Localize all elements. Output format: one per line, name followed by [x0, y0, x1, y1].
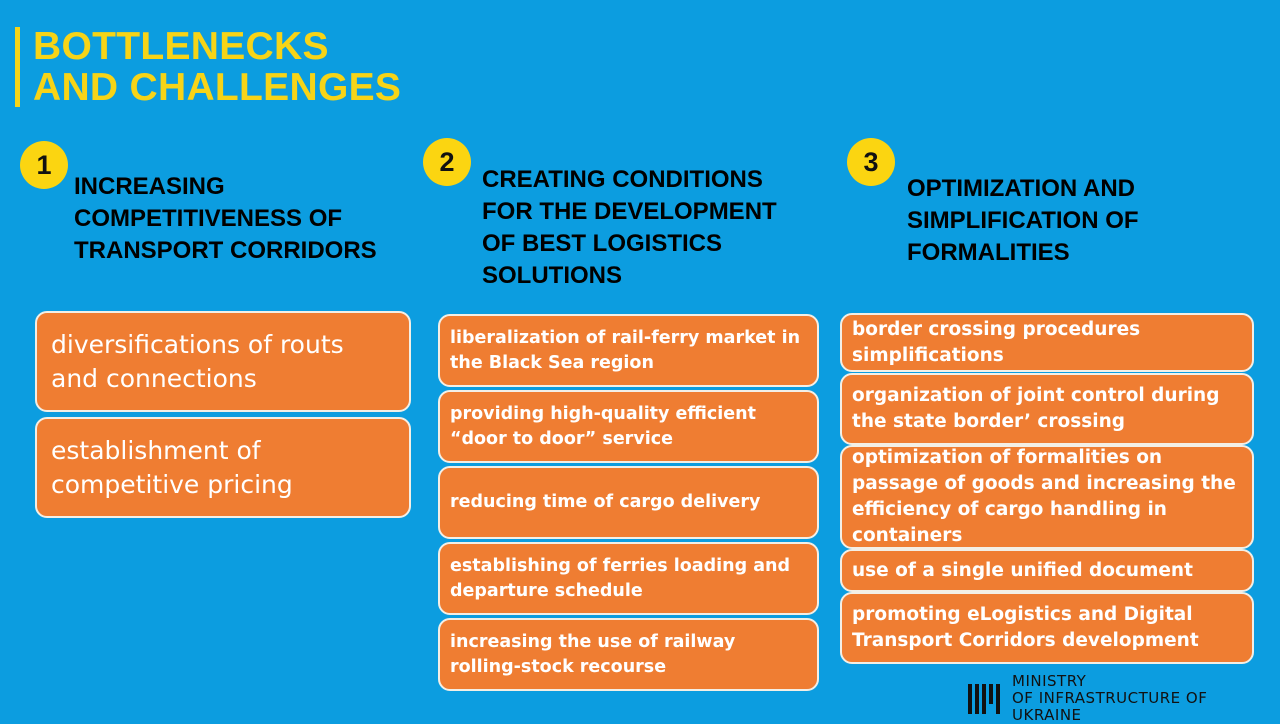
- item-text: providing high-quality efficient “door t…: [450, 403, 757, 449]
- item-text: establishment of competitive pricing: [51, 435, 293, 499]
- heading-line: OPTIMIZATION AND: [907, 175, 1135, 202]
- list-item: optimization of formalities on passage o…: [840, 445, 1254, 549]
- item-text: establishing of ferries loading and depa…: [450, 555, 791, 601]
- heading-line: COMPETITIVENESS OF: [74, 205, 343, 232]
- item-text: reducing time of cargo delivery: [450, 492, 761, 512]
- item-text: increasing the use of railway rolling-st…: [450, 631, 736, 677]
- item-text: use of a single unified document: [852, 559, 1193, 581]
- heading-line: OF BEST LOGISTICS: [482, 230, 723, 257]
- list-item: establishing of ferries loading and depa…: [438, 542, 819, 615]
- list-item: use of a single unified document: [840, 549, 1254, 592]
- column-heading: CREATING CONDITIONS FOR THE DEVELOPMENT …: [482, 164, 777, 292]
- list-item: liberalization of rail-ferry market in t…: [438, 314, 819, 387]
- list-item: organization of joint control during the…: [840, 373, 1254, 445]
- column-heading: INCREASING COMPETITIVENESS OF TRANSPORT …: [74, 171, 377, 267]
- number-badge: 2: [423, 138, 471, 186]
- list-item: diversifications of routs and connection…: [35, 311, 411, 412]
- item-text: liberalization of rail-ferry market in t…: [450, 327, 801, 373]
- ministry-logo-text: MINISTRY OF INFRASTRUCTURE OF UKRAINE: [1012, 673, 1280, 724]
- heading-line: TRANSPORT CORRIDORS: [74, 237, 377, 264]
- logo-line2: OF INFRASTRUCTURE OF UKRAINE: [1012, 689, 1208, 724]
- slide-title-line2: AND CHALLENGES: [33, 66, 402, 109]
- ministry-logo: MINISTRY OF INFRASTRUCTURE OF UKRAINE: [968, 673, 1280, 724]
- list-item: increasing the use of railway rolling-st…: [438, 618, 819, 691]
- heading-line: CREATING CONDITIONS: [482, 166, 763, 193]
- heading-line: FOR THE DEVELOPMENT: [482, 198, 777, 225]
- number-badge: 1: [20, 141, 68, 189]
- logo-line1: MINISTRY: [1012, 672, 1087, 690]
- number-badge: 3: [847, 138, 895, 186]
- ministry-logo-icon: [968, 683, 1000, 714]
- heading-line: SOLUTIONS: [482, 262, 623, 289]
- title-accent-bar: [15, 27, 20, 107]
- item-text: organization of joint control during the…: [852, 385, 1220, 432]
- item-text: promoting eLogistics and Digital Transpo…: [852, 604, 1199, 651]
- item-text: optimization of formalities on passage o…: [852, 447, 1236, 546]
- column-heading: OPTIMIZATION AND SIMPLIFICATION OF FORMA…: [907, 173, 1139, 269]
- list-item: promoting eLogistics and Digital Transpo…: [840, 592, 1254, 664]
- slide-title-line1: BOTTLENECKS: [33, 25, 329, 68]
- slide-title: BOTTLENECKS AND CHALLENGES: [33, 26, 401, 108]
- list-item: reducing time of cargo delivery: [438, 466, 819, 539]
- list-item: border crossing procedures simplificatio…: [840, 313, 1254, 372]
- list-item: establishment of competitive pricing: [35, 417, 411, 518]
- heading-line: INCREASING: [74, 173, 225, 200]
- list-item: providing high-quality efficient “door t…: [438, 390, 819, 463]
- heading-line: SIMPLIFICATION OF: [907, 207, 1139, 234]
- item-text: diversifications of routs and connection…: [51, 329, 344, 393]
- item-text: border crossing procedures simplificatio…: [852, 318, 1141, 366]
- heading-line: FORMALITIES: [907, 239, 1070, 266]
